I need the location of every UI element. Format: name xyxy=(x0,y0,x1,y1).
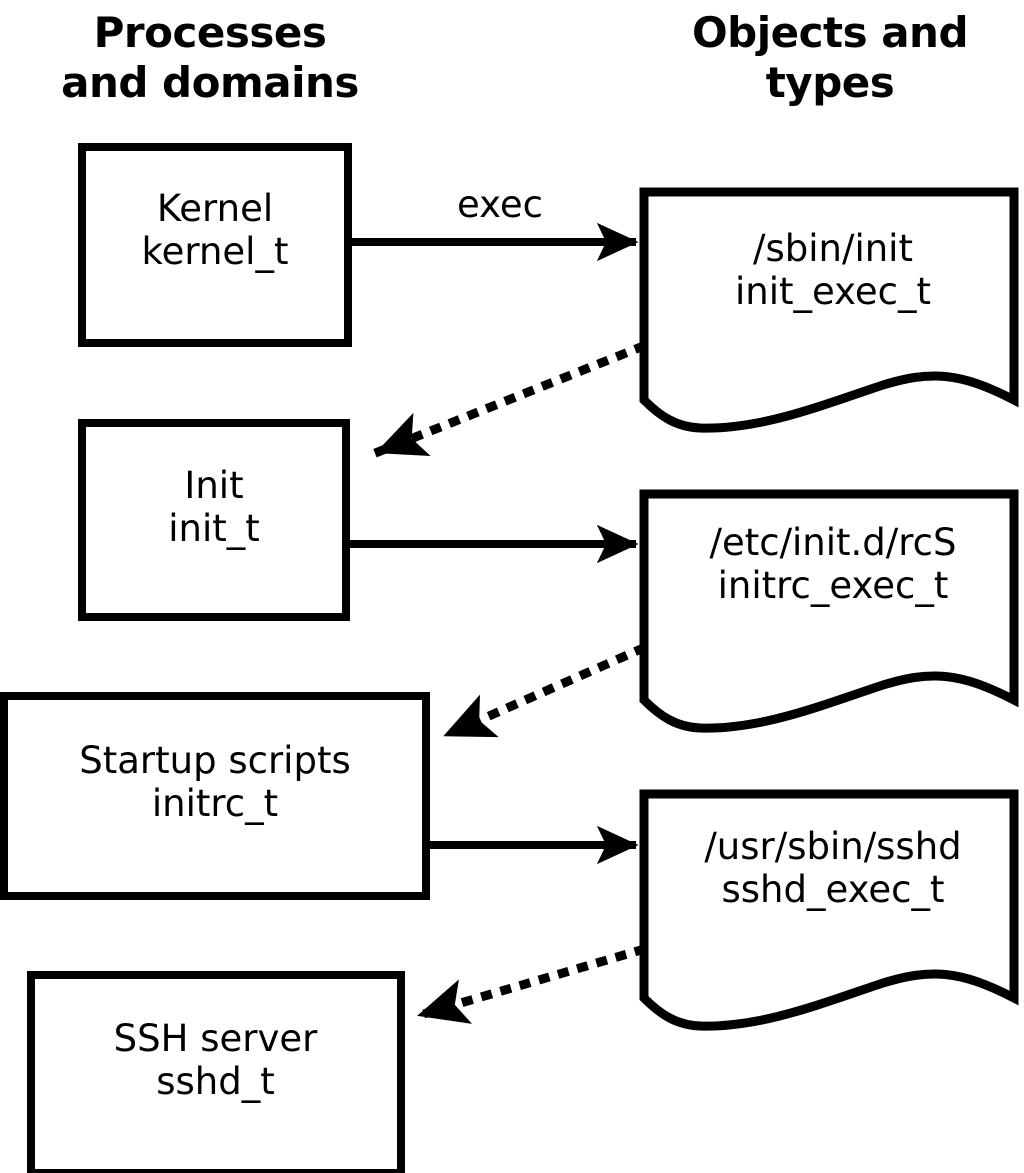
object-label-init-exec: /sbin/init init_exec_t xyxy=(648,227,1018,313)
edge-initrc-exec-to-initrc-domain[interactable] xyxy=(440,643,647,741)
process-label-kernel-type: kernel_t xyxy=(141,229,289,273)
object-label-initrc-exec-type: initrc_exec_t xyxy=(717,563,949,607)
process-label-ssh-server-type: sshd_t xyxy=(156,1059,275,1103)
process-label-ssh-server-name: SSH server xyxy=(113,1017,318,1060)
process-box-kernel[interactable] xyxy=(78,143,352,347)
process-label-startup-scripts-name: Startup scripts xyxy=(79,739,351,782)
process-label-init: Init init_t xyxy=(80,464,348,550)
edge-sshd-exec-to-sshd-domain[interactable] xyxy=(414,944,647,1024)
column-header-processes-line2: and domains xyxy=(61,57,359,107)
object-label-init-exec-type: init_exec_t xyxy=(734,269,931,313)
process-label-init-type: init_t xyxy=(168,506,260,550)
object-label-sshd-exec: /usr/sbin/sshd sshd_exec_t xyxy=(648,825,1018,911)
process-box-init[interactable] xyxy=(78,419,350,621)
process-label-ssh-server: SSH server sshd_t xyxy=(28,1017,403,1103)
object-label-sshd-exec-type: sshd_exec_t xyxy=(721,867,945,911)
process-label-init-name: Init xyxy=(184,464,244,507)
column-header-objects-line2: types xyxy=(765,57,895,107)
object-doc-init-exec[interactable] xyxy=(639,187,1019,433)
process-box-ssh-server[interactable] xyxy=(27,971,405,1173)
process-label-kernel: Kernel kernel_t xyxy=(80,187,350,273)
process-box-startup-scripts[interactable] xyxy=(0,692,430,900)
edge-label-exec: exec xyxy=(457,183,543,226)
column-header-processes-line1: Processes xyxy=(93,8,327,57)
object-label-initrc-exec: /etc/init.d/rcS initrc_exec_t xyxy=(648,521,1018,607)
column-header-objects: Objects and types xyxy=(640,8,1020,107)
object-doc-initrc-exec[interactable] xyxy=(639,489,1019,733)
process-label-startup-scripts-type: initrc_t xyxy=(151,781,279,825)
object-label-initrc-exec-path: /etc/init.d/rcS xyxy=(709,521,957,564)
column-header-objects-line1: Objects and xyxy=(691,8,969,57)
column-header-processes: Processes and domains xyxy=(30,8,390,107)
object-doc-sshd-exec[interactable] xyxy=(639,789,1019,1031)
process-label-kernel-name: Kernel xyxy=(156,187,274,230)
object-label-init-exec-path: /sbin/init xyxy=(753,227,913,270)
process-label-startup-scripts: Startup scripts initrc_t xyxy=(2,739,428,825)
object-label-sshd-exec-path: /usr/sbin/sshd xyxy=(704,825,962,868)
edge-init-exec-to-init-domain[interactable] xyxy=(372,341,647,458)
